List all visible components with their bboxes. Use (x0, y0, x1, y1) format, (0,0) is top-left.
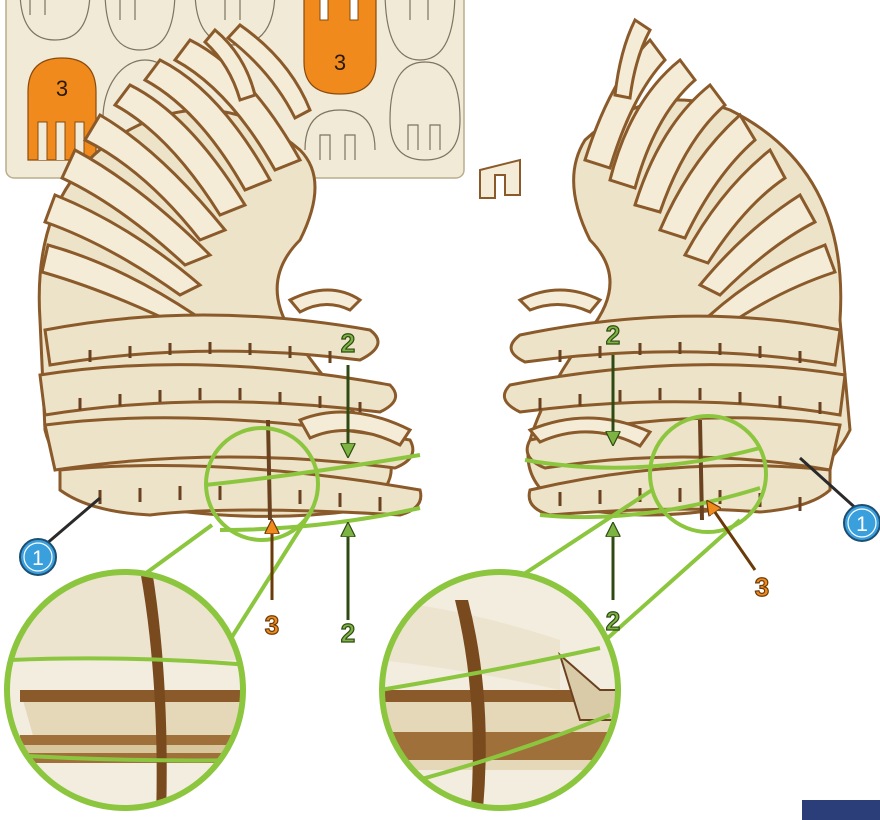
corner-bar (802, 800, 880, 820)
right-zoom-detail (380, 570, 620, 820)
sheet-part-3-top: 3 (304, 0, 376, 94)
left-seam (268, 420, 270, 520)
right-label-2-top: 2 (606, 320, 620, 350)
left-zoom-detail (0, 570, 260, 820)
right-label-3: 3 (755, 572, 769, 602)
right-badge-1-label: 1 (856, 513, 868, 536)
right-label-2-bottom: 2 (606, 606, 620, 636)
right-zoom-connector-b (600, 520, 740, 645)
right-badge-1: 1 (844, 505, 880, 541)
left-label-2-bottom: 2 (341, 618, 355, 648)
sheet-part-3-left-label: 3 (56, 76, 68, 101)
left-badge-1-label: 1 (32, 547, 44, 570)
left-badge-1: 1 (20, 539, 56, 575)
sheet-part-3-top-label: 3 (334, 50, 346, 75)
left-label-3: 3 (265, 610, 279, 640)
left-label-2-top: 2 (341, 328, 355, 358)
left-leader-1 (45, 498, 100, 545)
right-assembly (480, 20, 850, 520)
sheet-part-3-left: 3 (28, 58, 96, 160)
